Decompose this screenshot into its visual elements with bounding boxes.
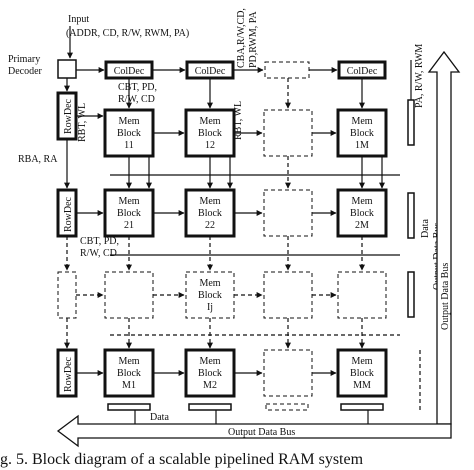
mem-block-m2: Mem Block M2 bbox=[184, 348, 236, 398]
svg-text:Ij: Ij bbox=[207, 302, 213, 313]
bottom-bar-2 bbox=[188, 403, 232, 411]
mem-block-12: Mem Block 12 bbox=[184, 108, 236, 158]
svg-text:11: 11 bbox=[124, 140, 134, 151]
pd-label: PD,RWM, PA bbox=[248, 11, 259, 68]
data-bar-1 bbox=[407, 99, 415, 146]
svg-text:Block: Block bbox=[198, 208, 222, 219]
bottom-bar-m bbox=[340, 403, 384, 411]
svg-text:Mem: Mem bbox=[199, 278, 220, 289]
svg-text:22: 22 bbox=[205, 220, 215, 231]
coldec-dashed bbox=[264, 61, 310, 79]
data-label-right: Data bbox=[420, 219, 431, 238]
mem-block-ij: Mem Block Ij bbox=[185, 271, 235, 319]
svg-text:Mem: Mem bbox=[118, 356, 139, 367]
cba-label: CBA,R/W,CD, bbox=[236, 8, 247, 68]
rowdec-1: RowDec bbox=[56, 91, 78, 141]
svg-text:Block: Block bbox=[117, 368, 141, 379]
svg-text:Mem: Mem bbox=[199, 196, 220, 207]
svg-text:Mem: Mem bbox=[351, 116, 372, 127]
output-data-bus-vertical-2: Output Data Bus bbox=[440, 263, 451, 330]
rowdec-2: RowDec bbox=[56, 188, 78, 238]
primary-decoder-label-1: Primary bbox=[8, 54, 40, 65]
svg-text:12: 12 bbox=[205, 140, 215, 151]
figure-caption: g. 5. Block diagram of a scalable pipeli… bbox=[0, 451, 364, 468]
mem-block-1m: Mem Block 1M bbox=[336, 108, 388, 158]
svg-text:Mem: Mem bbox=[199, 356, 220, 367]
mem-block-dashed bbox=[263, 189, 313, 237]
mem-block-dashed bbox=[263, 349, 313, 397]
svg-text:Block: Block bbox=[198, 128, 222, 139]
cbt-label-1: CBT, PD, bbox=[118, 82, 157, 93]
data-bar-2 bbox=[407, 192, 415, 239]
svg-text:Block: Block bbox=[350, 368, 374, 379]
mem-block-m1: Mem Block M1 bbox=[103, 348, 155, 398]
svg-text:RowDec: RowDec bbox=[63, 98, 74, 134]
svg-text:Mem: Mem bbox=[351, 356, 372, 367]
rwcd-label-1: R/W, CD bbox=[118, 94, 155, 105]
mem-block-2m: Mem Block 2M bbox=[336, 188, 388, 238]
svg-text:21: 21 bbox=[124, 220, 134, 231]
svg-text:Block: Block bbox=[117, 128, 141, 139]
svg-text:1M: 1M bbox=[355, 140, 369, 151]
rba-ra-label: RBA, RA bbox=[18, 154, 58, 165]
svg-text:Block: Block bbox=[198, 290, 222, 301]
bottom-bar-dashed bbox=[265, 403, 309, 411]
svg-text:Mem: Mem bbox=[351, 196, 372, 207]
rowdec-dashed bbox=[57, 271, 77, 319]
rbt-wl-label-1: RBT, WL bbox=[233, 101, 244, 140]
svg-text:M2: M2 bbox=[203, 380, 217, 391]
rbt-wl-label-2: RBT, WL bbox=[77, 103, 88, 142]
svg-text:MM: MM bbox=[353, 380, 371, 391]
svg-text:ColDec: ColDec bbox=[114, 66, 145, 77]
mem-block-mm: Mem Block MM bbox=[336, 348, 388, 398]
svg-text:Mem: Mem bbox=[118, 196, 139, 207]
mem-block-dashed bbox=[104, 271, 154, 319]
svg-text:ColDec: ColDec bbox=[195, 66, 226, 77]
svg-text:Block: Block bbox=[350, 128, 374, 139]
svg-text:Block: Block bbox=[117, 208, 141, 219]
svg-text:Block: Block bbox=[350, 208, 374, 219]
svg-text:Block: Block bbox=[198, 368, 222, 379]
cbt-label-2: CBT, PD, bbox=[80, 236, 119, 247]
input-label: Input bbox=[68, 14, 89, 25]
mem-block-21: Mem Block 21 bbox=[103, 188, 155, 238]
mem-block-22: Mem Block 22 bbox=[184, 188, 236, 238]
output-bus-horizontal-arrow bbox=[56, 414, 452, 448]
coldec-1: ColDec bbox=[104, 60, 154, 80]
data-label-bottom: Data bbox=[150, 412, 169, 423]
mem-block-dashed bbox=[263, 271, 313, 319]
svg-text:RowDec: RowDec bbox=[63, 356, 74, 392]
svg-text:RowDec: RowDec bbox=[63, 196, 74, 232]
svg-text:M1: M1 bbox=[122, 380, 136, 391]
coldec-m: ColDec bbox=[337, 60, 387, 80]
svg-text:Mem: Mem bbox=[118, 116, 139, 127]
pa-rwm-label: PA, R/W, RWM bbox=[414, 44, 425, 108]
mem-block-dashed bbox=[337, 271, 387, 319]
mem-block-11: Mem Block 11 bbox=[103, 108, 155, 158]
rowdec-m: RowDec bbox=[56, 348, 78, 398]
svg-text:Mem: Mem bbox=[199, 116, 220, 127]
output-data-bus-horizontal: Output Data Bus bbox=[228, 427, 295, 438]
output-bus-vertical-arrow bbox=[427, 50, 461, 425]
primary-decoder-box bbox=[57, 59, 77, 79]
coldec-2: ColDec bbox=[185, 60, 235, 80]
svg-text:2M: 2M bbox=[355, 220, 369, 231]
mem-block-dashed bbox=[263, 109, 313, 157]
data-bar-3 bbox=[407, 271, 415, 318]
bottom-bar-1 bbox=[107, 403, 151, 411]
svg-text:ColDec: ColDec bbox=[347, 66, 378, 77]
input-signals-label: (ADDR, CD, R/W, RWM, PA) bbox=[66, 28, 189, 39]
primary-decoder-label-2: Decoder bbox=[8, 66, 43, 77]
rwcd-label-2: R/W, CD bbox=[80, 248, 117, 259]
